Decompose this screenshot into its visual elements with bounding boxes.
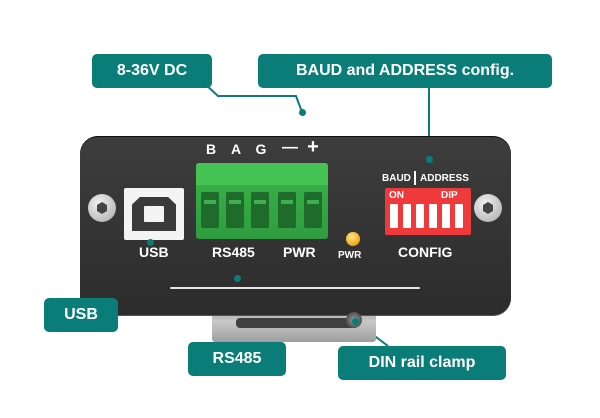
terminal-slot-g — [251, 192, 269, 228]
pin-label-minus: — — [282, 139, 298, 156]
address-label: ADDRESS — [420, 173, 469, 184]
baud-label: BAUD — [382, 173, 411, 184]
terminal-slot-minus — [278, 192, 296, 228]
dip-switch-2 — [403, 204, 411, 228]
din-leader-dot — [352, 318, 359, 325]
config-port-label: CONFIG — [398, 244, 453, 260]
terminal-slot-b — [201, 192, 219, 228]
right-screw-icon — [474, 194, 502, 222]
callout-usb: USB — [44, 298, 118, 332]
callout-power: 8-36V DC — [92, 54, 212, 88]
pwr-port-label: PWR — [283, 244, 316, 260]
usb-b-port — [124, 188, 184, 240]
dip-on-label: ON — [389, 190, 404, 201]
rs485-port-label: RS485 — [212, 244, 255, 260]
config-leader-dot — [426, 156, 433, 163]
terminal-block-top — [196, 163, 328, 185]
rs485-leader-dot — [234, 275, 241, 282]
dip-switch-5 — [442, 204, 450, 228]
dip-switch-6 — [455, 204, 463, 228]
usb-port-label: USB — [139, 244, 169, 260]
terminal-slot-a — [226, 192, 244, 228]
pin-label-g: G — [255, 141, 267, 157]
power-leader-dot — [299, 109, 306, 116]
pin-label-plus: + — [307, 136, 319, 158]
usb-leader-dot — [147, 239, 154, 246]
pin-label-b: B — [205, 141, 217, 157]
pin-label-a: A — [230, 141, 242, 157]
terminal-slot-plus — [304, 192, 322, 228]
clamp-slot — [236, 318, 356, 328]
left-screw-icon — [88, 194, 116, 222]
device-underline — [170, 287, 420, 289]
callout-config: BAUD and ADDRESS config. — [258, 54, 552, 88]
callout-rs485: RS485 — [188, 342, 286, 376]
power-led — [346, 232, 360, 246]
callout-din: DIN rail clamp — [338, 346, 506, 380]
dip-label: DIP — [441, 190, 458, 201]
led-label: PWR — [338, 250, 362, 261]
baud-address-divider — [414, 171, 416, 185]
dip-switch-1 — [390, 204, 398, 228]
dip-switch-4 — [429, 204, 437, 228]
dip-switch-3 — [416, 204, 424, 228]
